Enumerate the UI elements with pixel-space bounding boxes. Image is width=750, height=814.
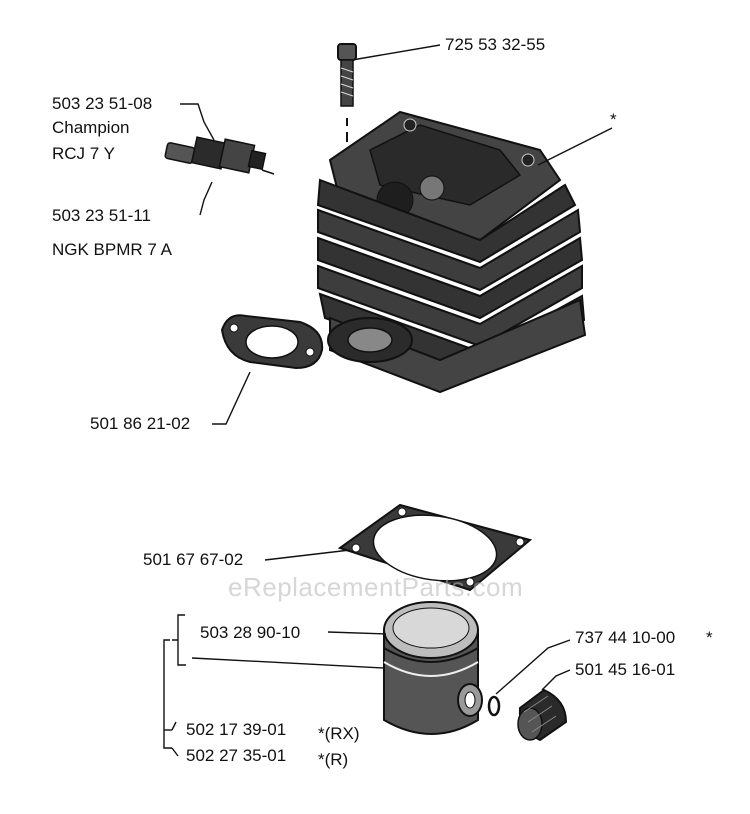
- needle-bearing-drawing: [517, 688, 568, 742]
- label-spark-plug-ngk-model: NGK BPMR 7 A: [52, 240, 172, 259]
- label-spark-plug-champion-brand: Champion: [52, 118, 130, 137]
- label-piston-rx-suffix: *(RX): [318, 724, 360, 743]
- circlip-drawing: [487, 695, 501, 717]
- cylinder-drawing: [316, 110, 587, 394]
- label-piston-r-suffix: *(R): [318, 750, 349, 769]
- watermark: eReplacementParts.com: [228, 572, 524, 602]
- label-cylinder-gasket: 501 67 67-02: [143, 550, 244, 569]
- label-spark-plug-champion-number: 503 23 51-08: [52, 94, 153, 113]
- label-circlip-star: *: [706, 628, 713, 647]
- label-circlip: 737 44 10-00: [575, 628, 676, 647]
- label-needle-bearing: 501 45 16-01: [575, 660, 676, 679]
- label-spark-plug-champion-model: RCJ 7 Y: [52, 144, 115, 163]
- label-piston-rx: 502 17 39-01: [186, 720, 287, 739]
- bolt-drawing: [337, 43, 357, 142]
- label-piston-r: 502 27 35-01: [186, 746, 287, 765]
- label-bolt: 725 53 32-55: [445, 35, 546, 54]
- spark-plug-drawing: [164, 136, 275, 175]
- label-muffler-gasket: 501 86 21-02: [90, 414, 191, 433]
- label-spark-plug-ngk-number: 503 23 51-11: [52, 206, 151, 225]
- label-cylinder: *: [610, 110, 617, 129]
- label-piston-ring: 503 28 90-10: [200, 623, 301, 642]
- piston-drawing: [383, 601, 483, 735]
- muffler-gasket-drawing: [220, 314, 324, 370]
- cylinder-gasket-drawing: [337, 503, 533, 592]
